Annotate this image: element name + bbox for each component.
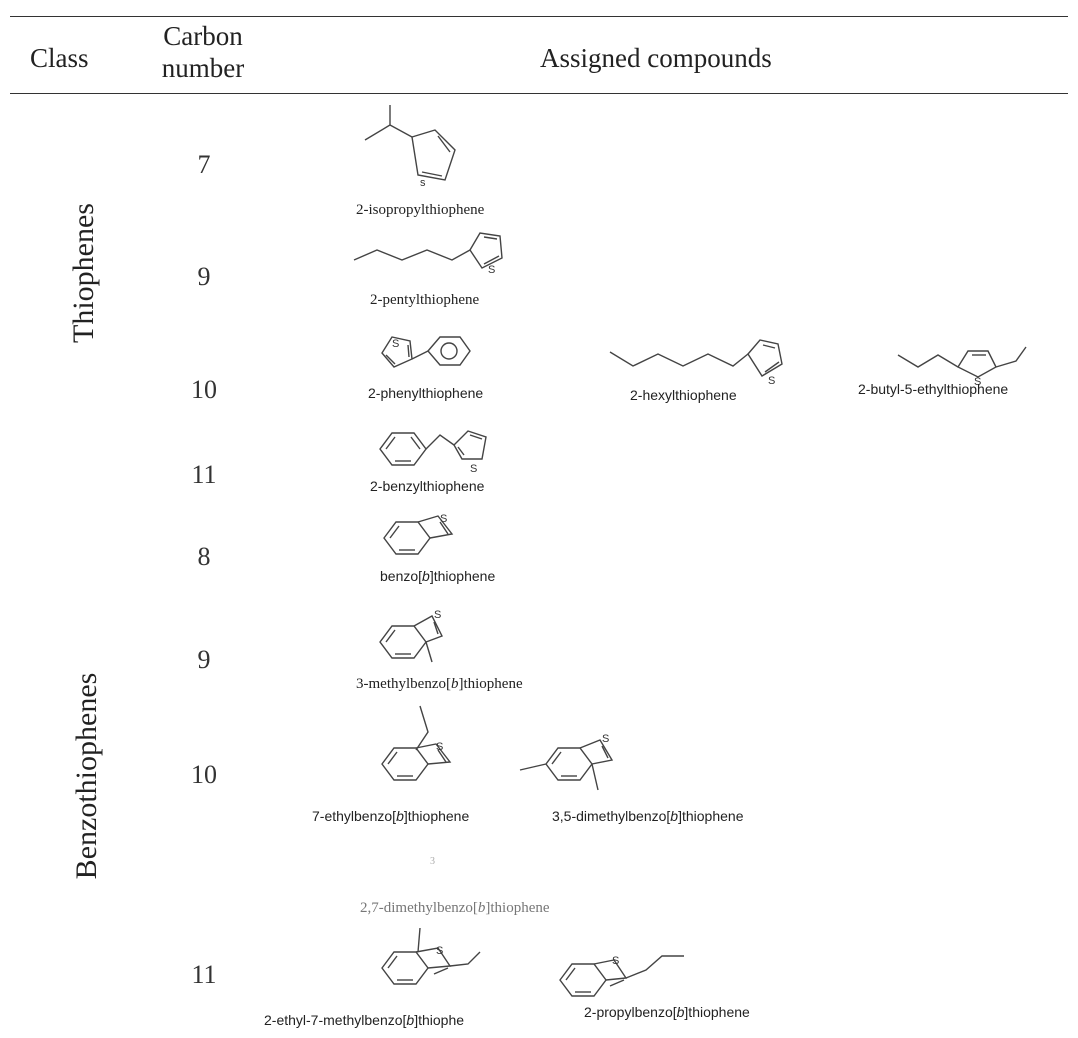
structure-2-pentylthiophene: S [352, 228, 503, 278]
sulfur-atom-label: S [434, 609, 441, 621]
structure-2-ethyl-7-methylbenzo-b-thiophene: S [380, 926, 510, 1006]
name-2-hexylthiophene: 2-hexylthiophene [630, 387, 737, 403]
header-carbon-line1: Carbon [163, 21, 243, 51]
top-rule [10, 16, 1068, 17]
sulfur-atom-label: S [974, 376, 981, 388]
sulfur-atom-label: S [602, 733, 609, 745]
structure-3-5-dimethylbenzo-b-thiophene: S [518, 730, 658, 800]
header-assigned-compounds: Assigned compounds [540, 43, 772, 73]
sulfur-atom-label: S [612, 955, 619, 967]
class-benzothiophenes: Benzothiophenes [70, 672, 103, 880]
name-3-5-dimethylbenzo-b-thiophene: 3,5-dimethylbenzo[b]thiophene [552, 808, 744, 824]
sulfur-atom-label: S [470, 463, 477, 475]
name-2-pentylthiophene: 2-pentylthiophene [370, 292, 480, 308]
structure-2-isopropylthiophene: s [360, 100, 480, 195]
structure-3-methylbenzo-b-thiophene: S [378, 609, 488, 680]
sulfur-atom-label: s [420, 177, 426, 189]
header-carbon-number: Carbon number [158, 20, 248, 84]
sulfur-atom-label: S [436, 741, 443, 753]
structure-2-hexylthiophene: S [608, 339, 788, 390]
carbon-number-thiophene-7: 7 [197, 150, 211, 179]
name-3-methylbenzo-b-thiophene: 3-methylbenzo[b]thiophene [356, 676, 523, 692]
class-thiophenes: Thiophenes [67, 203, 100, 343]
sulfur-atom-label: S [436, 945, 443, 957]
name-2-benzylthiophene: 2-benzylthiophene [370, 478, 485, 494]
carbon-number-thiophene-9: 9 [197, 262, 211, 291]
header-class: Class [30, 43, 89, 73]
name-2-ethyl-7-methylbenzo-b-thiophe: 2-ethyl-7-methylbenzo[b]thiophe [264, 1012, 465, 1028]
name-2-propylbenzo-b-thiophene: 2-propylbenzo[b]thiophene [584, 1004, 750, 1020]
structure-7-ethylbenzo-b-thiophene: S [380, 702, 490, 802]
sulfur-atom-label: S [768, 375, 775, 387]
structure-2-butyl-5-ethylthiophene: S [896, 345, 1066, 388]
structure-2-propylbenzo-b-thiophene: S [558, 950, 698, 1000]
structure-2-phenylthiophene: S [380, 333, 490, 378]
name-2-butyl-5-ethylthiophene: 2-butyl-5-ethylthiophene [858, 381, 1009, 397]
name-2-phenylthiophene: 2-phenylthiophene [368, 385, 484, 401]
carbon-number-benzothiophene-11: 11 [191, 960, 217, 989]
carbon-number-thiophene-10: 10 [191, 375, 217, 404]
header-rule [10, 93, 1068, 94]
name-2-isopropylthiophene: 2-isopropylthiophene [356, 202, 485, 218]
sulfur-atom-label: S [392, 338, 399, 350]
name-2-7-dimethylbenzo-b-thiophene: 2,7-dimethylbenzo[b]thiophene [360, 900, 550, 916]
scan-artifact: 3 [430, 856, 435, 867]
carbon-number-benzothiophene-10: 10 [191, 760, 217, 789]
carbon-number-thiophene-11: 11 [191, 460, 217, 489]
sulfur-atom-label: S [488, 264, 495, 276]
name-7-ethylbenzo-b-thiophene: 7-ethylbenzo[b]thiophene [312, 808, 470, 824]
carbon-number-benzothiophene-8: 8 [197, 542, 211, 571]
name-benzo-b-thiophene: benzo[b]thiophene [380, 568, 496, 584]
sulfur-atom-label: S [440, 513, 447, 525]
structure-2-benzylthiophene: S [378, 425, 498, 475]
structure-benzo-b-thiophene: S [382, 508, 482, 560]
carbon-number-benzothiophene-9: 9 [197, 645, 211, 674]
header-carbon-line2: number [161, 53, 245, 83]
